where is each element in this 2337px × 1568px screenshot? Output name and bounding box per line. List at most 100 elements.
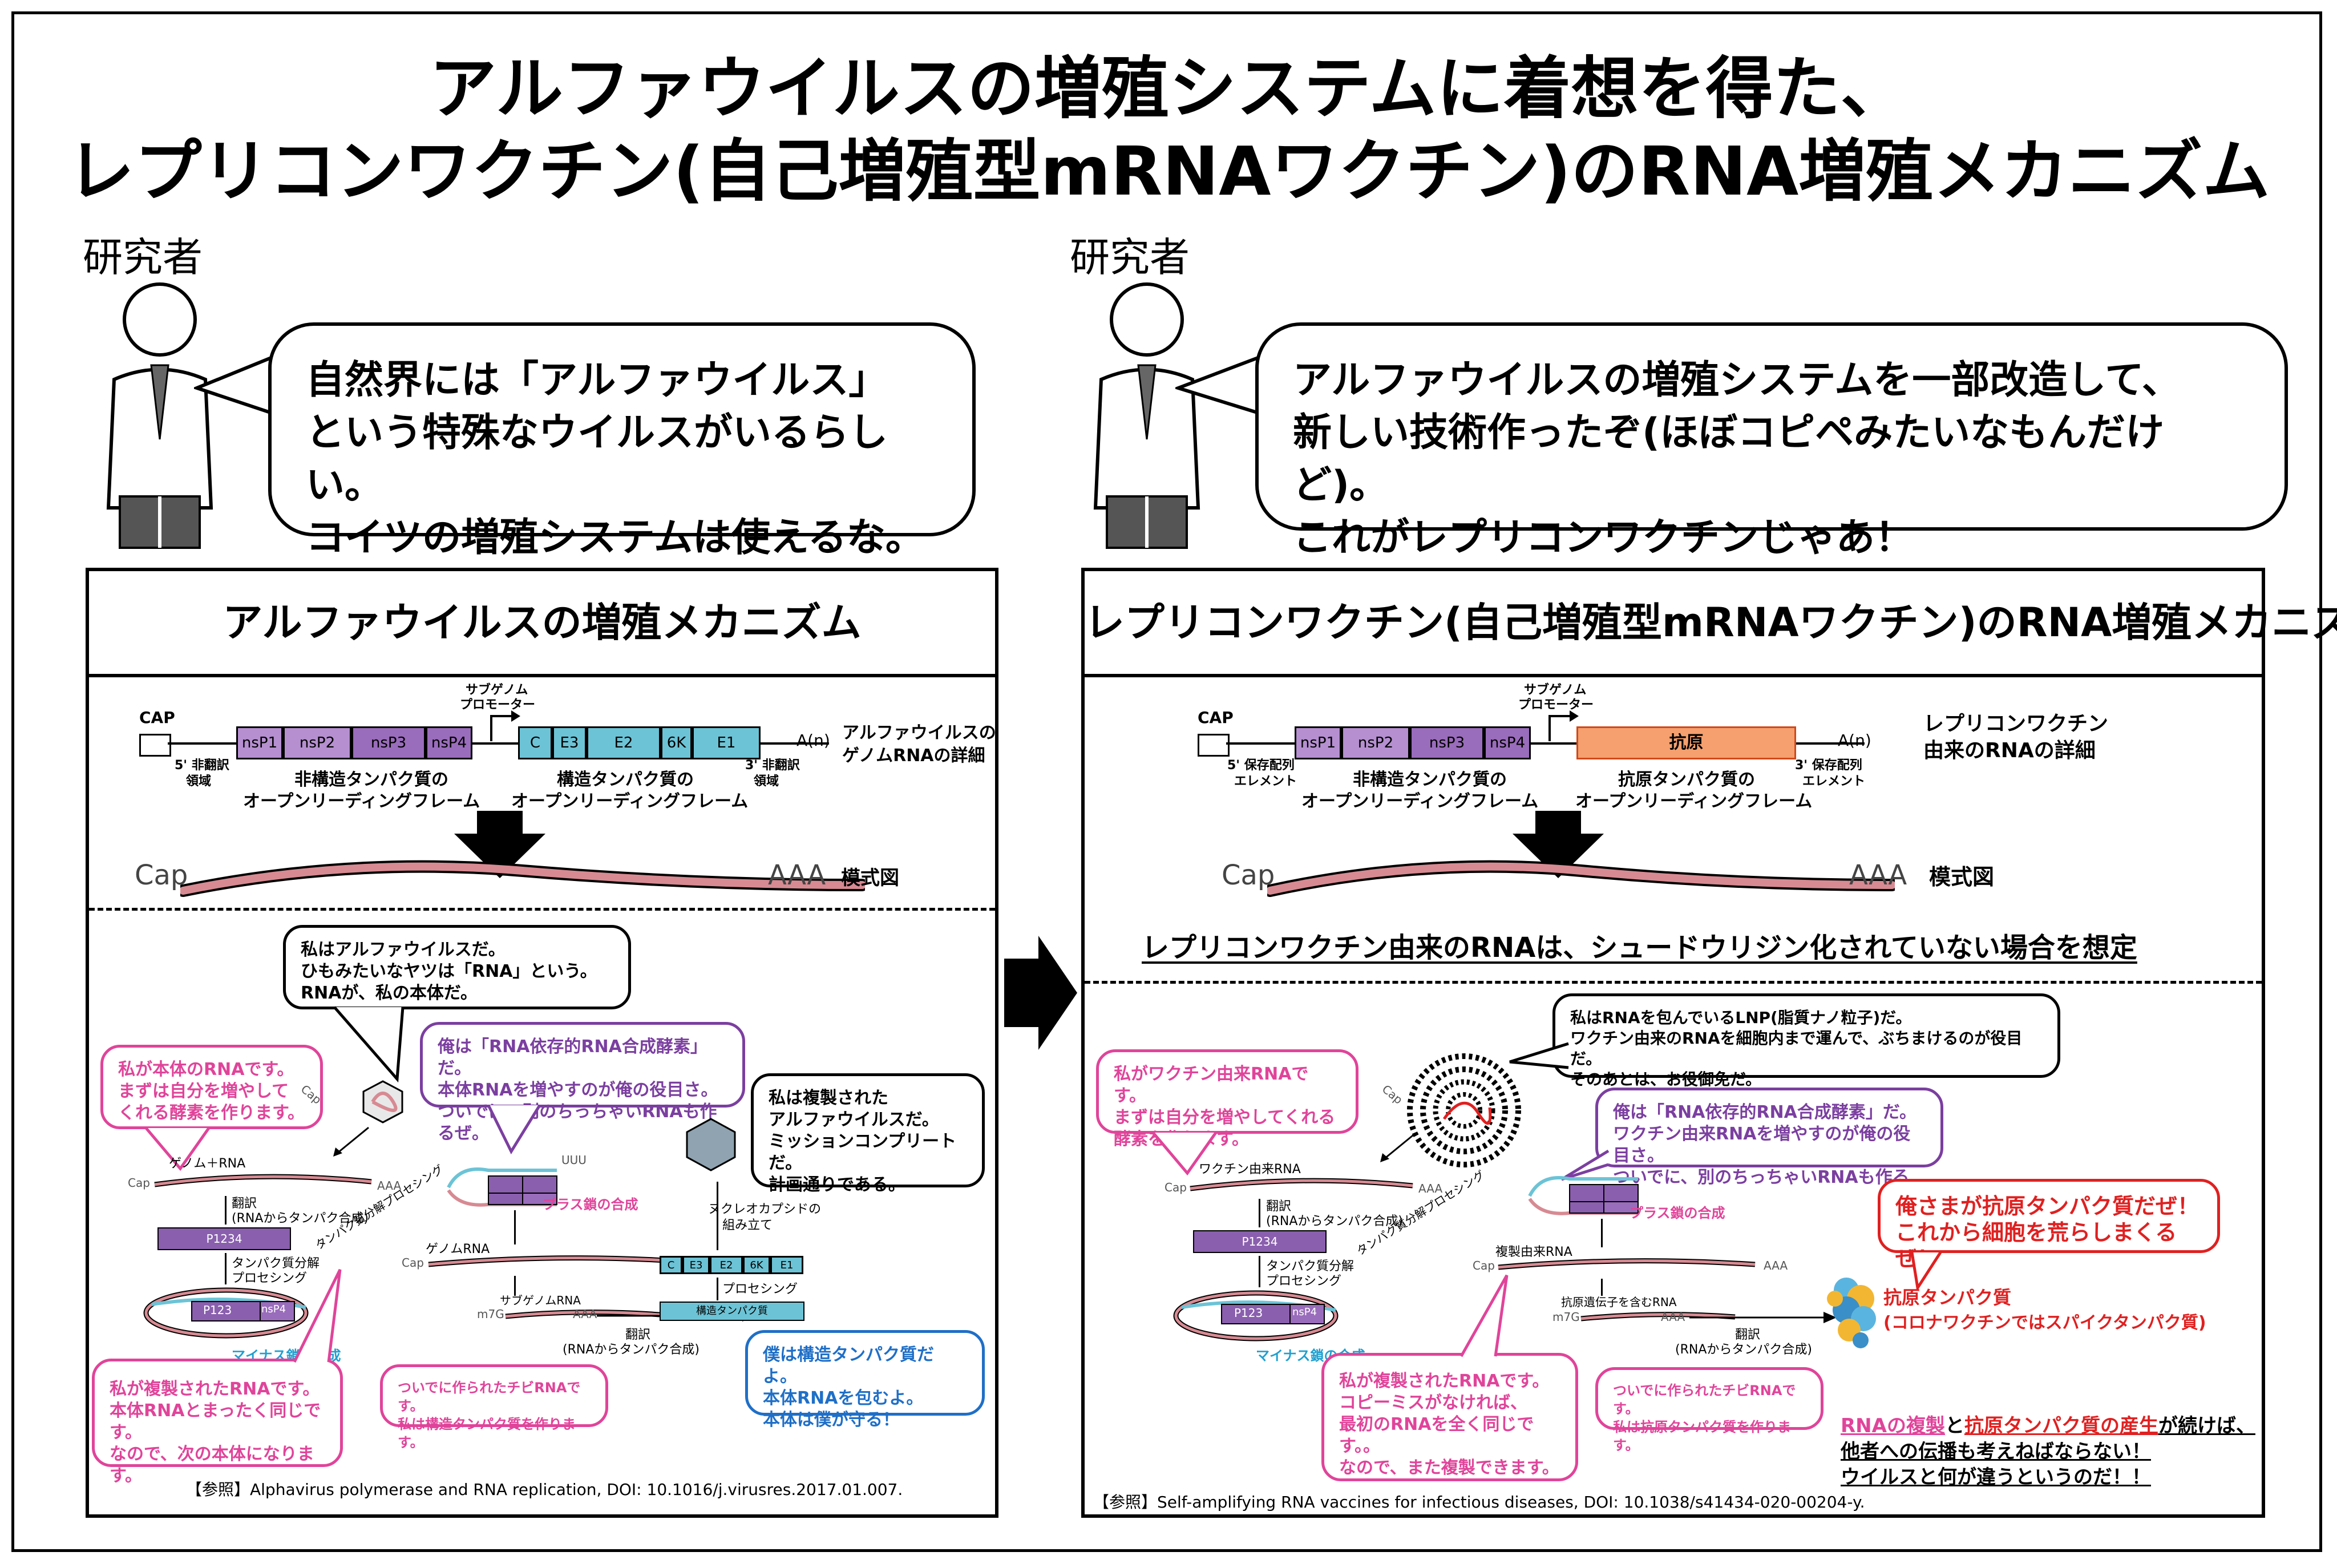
left-polya-label: A(n) (796, 731, 830, 750)
right-speech-line2: 新しい技術作ったぞ(ほぼコピペみたいなもんだけど)。 (1293, 410, 2165, 508)
left-callout-replicated: 私は複製された アルファウイルスだ。 ミッションコンプリートだ。 計画通りである… (751, 1073, 985, 1195)
right-conclusion-and: と (1944, 1415, 1964, 1437)
left-flow-sp-e2: E2 (710, 1256, 743, 1274)
left-speech-line3: コイツの増殖システムは使えるな。 (306, 515, 924, 560)
left-flow-structural-row: C E3 E2 6K E1 (660, 1256, 803, 1274)
right-flow-cap1: Cap (1165, 1181, 1187, 1194)
right-gene-nsp2: nsP2 (1341, 726, 1410, 759)
right-flow-minus-strand (1173, 1290, 1339, 1341)
left-model-cap: Cap (135, 859, 188, 891)
left-flow-sp-e3: E3 (682, 1256, 710, 1274)
left-line-5utr (168, 742, 236, 745)
left-flow-arrow8 (717, 1182, 718, 1250)
left-callout-copy-tail (293, 1268, 342, 1363)
left-flow-translate-sub: (RNAからタンパク合成) (232, 1211, 369, 1226)
right-speech-line3: これがレプリコンワクチンじゃあ！ (1293, 515, 1914, 560)
left-speech-bubble: 自然界には「アルファウイルス」 という特殊なウイルスがいるらしい。 コイツの増殖… (268, 322, 976, 560)
right-utr3-label: 3' 保存配列 (1795, 758, 1862, 773)
right-flow-replicase (1528, 1176, 1639, 1215)
right-callout-copy-line2: コピーミスがなければ、 (1339, 1393, 1527, 1413)
right-speech-bubble: アルファウイルスの増殖システムを一部改造して、 新しい技術作ったぞ(ほぼコピペみ… (1255, 322, 2288, 560)
left-flow-arrow7 (717, 1278, 718, 1300)
right-promoter-label1: サブゲノム (1524, 683, 1587, 697)
left-genome-desc1: アルファウイルスの (842, 723, 996, 743)
page-title-line1: アルファウイルスの増殖システムに着想を得た、 (429, 49, 1908, 128)
left-speech-line1: 自然界には「アルファウイルス」 (306, 358, 888, 403)
left-promoter-label1: サブゲノム (466, 683, 528, 697)
right-conclusion-line3: ウイルスと何が違うというのだ！！ (1841, 1466, 2151, 1489)
left-callout-enzyme-tail (487, 1104, 541, 1154)
right-callout-chibi: ついでに作られたチビRNAです。 私は抗原タンパク質を作ります。 (1595, 1367, 1823, 1453)
left-flow-cap2: Cap (402, 1256, 424, 1270)
right-panel: レプリコンワクチン(自己増殖型mRNAワクチン)のRNA増殖メカニズム CAP … (1081, 568, 2337, 1518)
right-gene-nsp3: nsP3 (1410, 726, 1484, 759)
left-utr3-label: 3' 非翻訳 (745, 758, 800, 773)
left-flow-arrow1 (333, 1126, 369, 1157)
right-panel-title: レプリコンワクチン(自己増殖型mRNAワクチン)のRNA増殖メカニズム (1085, 571, 2337, 677)
left-flow-plus-label: プラス鎖の合成 (543, 1197, 638, 1213)
right-callout-enzyme: 俺は「RNA依存的RNA合成酵素」だ。 ワクチン由来RNAを増やすのが俺の役目さ… (1595, 1088, 1943, 1209)
left-flow-assembly1: ヌクレオカプシドの (708, 1202, 822, 1217)
left-line-mid (472, 742, 518, 745)
right-callout-copy-line3: 最初のRNAを全く同じです。。 (1339, 1415, 1534, 1456)
right-researcher-label: 研究者 (1070, 234, 1190, 281)
left-gene-c: C (518, 726, 552, 759)
right-flow-arrow1 (1380, 1132, 1416, 1162)
right-researcher-figure (1093, 282, 1200, 549)
left-panel-title: アルファウイルスの増殖メカニズム (89, 571, 995, 677)
left-flow-rna2 (428, 1255, 686, 1267)
left-callout-chibi-line1: ついでに作られたチビRNAです。 (398, 1380, 581, 1414)
left-s-orf-label2: オープンリーディングフレーム (511, 791, 749, 811)
lnp-particle-icon (1407, 1053, 1521, 1167)
left-callout-virus: 私はアルファウイルスだ。 ひもみたいなヤツは「RNA」という。 RNAが、私の本… (283, 925, 631, 1009)
left-callout-rna-tail (145, 1127, 211, 1171)
right-callout-copy-line1: 私が複製されたRNAです。 (1339, 1371, 1550, 1391)
left-flow-aaa3: AAA (573, 1307, 597, 1321)
right-callout-rna-tail (1152, 1131, 1218, 1176)
right-callout-enzyme-line1: 俺は「RNA依存的RNA合成酵素」だ。 (1613, 1102, 1916, 1122)
left-speech-line2: という特殊なウイルスがいるらしい。 (306, 410, 888, 508)
left-callout-rna-line1: 私が本体のRNAです。 (118, 1060, 294, 1080)
right-conclusion-line2: 他者への伝播も考えねばならない！ (1841, 1440, 2151, 1463)
right-utr5-label: 5' 保存配列 (1227, 758, 1295, 773)
left-callout-copy: 私が複製されたRNAです。 本体RNAとまったく同じです。 なので、次の本体にな… (92, 1359, 343, 1486)
left-callout-virus-line2: ひもみたいなヤツは「RNA」という。 (301, 961, 597, 981)
right-down-arrow-icon (1513, 811, 1604, 878)
left-flow-translate2-sub: (RNAからタンパク合成) (563, 1343, 700, 1357)
left-flow-arrow4 (514, 1210, 516, 1244)
left-callout-virus-line1: 私はアルファウイルスだ。 (301, 940, 506, 960)
left-flow-structural-protein: 構造タンパク質 (660, 1302, 804, 1321)
left-gene-6k: 6K (661, 726, 692, 759)
right-utr5-label2: エレメント (1234, 774, 1297, 789)
right-speech-line1: アルファウイルスの増殖システムを一部改造して、 (1293, 358, 2181, 403)
right-flow-plus-label: プラス鎖の合成 (1630, 1205, 1725, 1221)
left-callout-chibi: ついでに作られたチビRNAです。 私は構造タンパク質を作ります。 (380, 1364, 608, 1450)
left-genome-desc2: ゲノムRNAの詳細 (842, 746, 985, 766)
right-ns-orf-label2: オープンリーディングフレーム (1301, 791, 1539, 811)
right-callout-enzyme-line2: ワクチン由来RNAを増やすのが俺の役目さ。 (1613, 1124, 1911, 1166)
right-flow-arrow2 (1259, 1199, 1260, 1227)
left-flow-subgenome-strand (505, 1310, 660, 1319)
right-flow-p1234: P1234 (1193, 1230, 1327, 1253)
left-callout-enzyme-line3: ついでに、別のちっちゃいRNAも作るぜ。 (438, 1102, 717, 1143)
right-line-3cse (1796, 742, 1865, 745)
right-callout-lnp: 私はRNAを包んでいるLNP(脂質ナノ粒子)だ。 ワクチン由来のRNAを細胞内ま… (1552, 993, 2060, 1089)
right-lnp-cap: Cap (1379, 1082, 1406, 1107)
right-flow-replicated-rna: 複製由来RNA (1495, 1245, 1572, 1259)
right-s-orf-label2: オープンリーディングフレーム (1575, 791, 1813, 811)
right-bubble-tail (1175, 355, 1261, 415)
left-callout-structural-line3: 本体は僕が守る！ (763, 1410, 900, 1430)
left-promoter-label2: プロモーター (460, 698, 536, 712)
left-flow-m7g: m7G (477, 1307, 504, 1321)
right-flow-aaa3: AAA (1661, 1310, 1685, 1324)
right-line-mid (1531, 742, 1576, 745)
right-callout-copy-line4: なので、また複製できます。 (1339, 1458, 1559, 1478)
right-callout-copy: 私が複製されたRNAです。 コピーミスがなければ、 最初のRNAを全く同じです。… (1321, 1353, 1578, 1481)
right-flow-rna2 (1498, 1258, 1756, 1270)
left-flow-arrow3 (225, 1253, 227, 1284)
right-reference: 【参照】Self-amplifying RNA vaccines for inf… (1093, 1493, 1865, 1512)
center-arrow-icon (1004, 936, 1077, 1050)
left-flow-arrow2 (225, 1196, 227, 1225)
left-flow-p123: P123 (203, 1303, 232, 1317)
left-researcher-figure (106, 282, 213, 549)
